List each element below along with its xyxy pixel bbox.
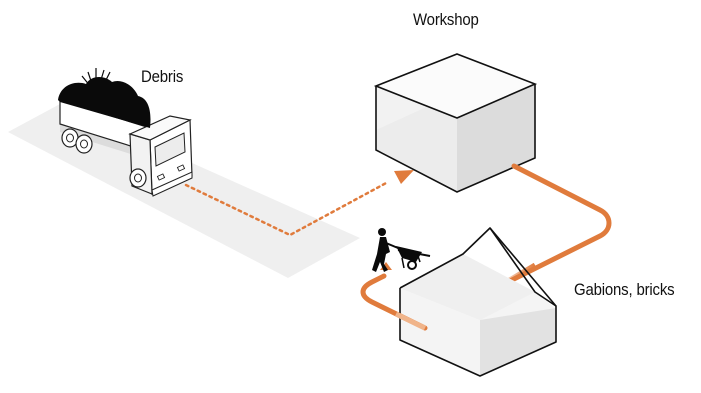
reuse-flow-arrow (360, 273, 428, 331)
debris-flow-arrow (184, 180, 390, 237)
debris-cargo (58, 77, 151, 128)
ground-plane (8, 104, 360, 278)
gabions-bricks-label: Gabions, bricks (574, 280, 675, 299)
workshop-label: Workshop (413, 10, 479, 29)
gabled-house-icon (399, 227, 557, 377)
dump-truck-icon (58, 68, 193, 197)
gabions-flow-arrow (493, 163, 612, 291)
debris-flow-arrowhead (394, 170, 414, 184)
debris-label: Debris (141, 67, 184, 86)
wheelbarrow-worker-icon (372, 228, 431, 272)
